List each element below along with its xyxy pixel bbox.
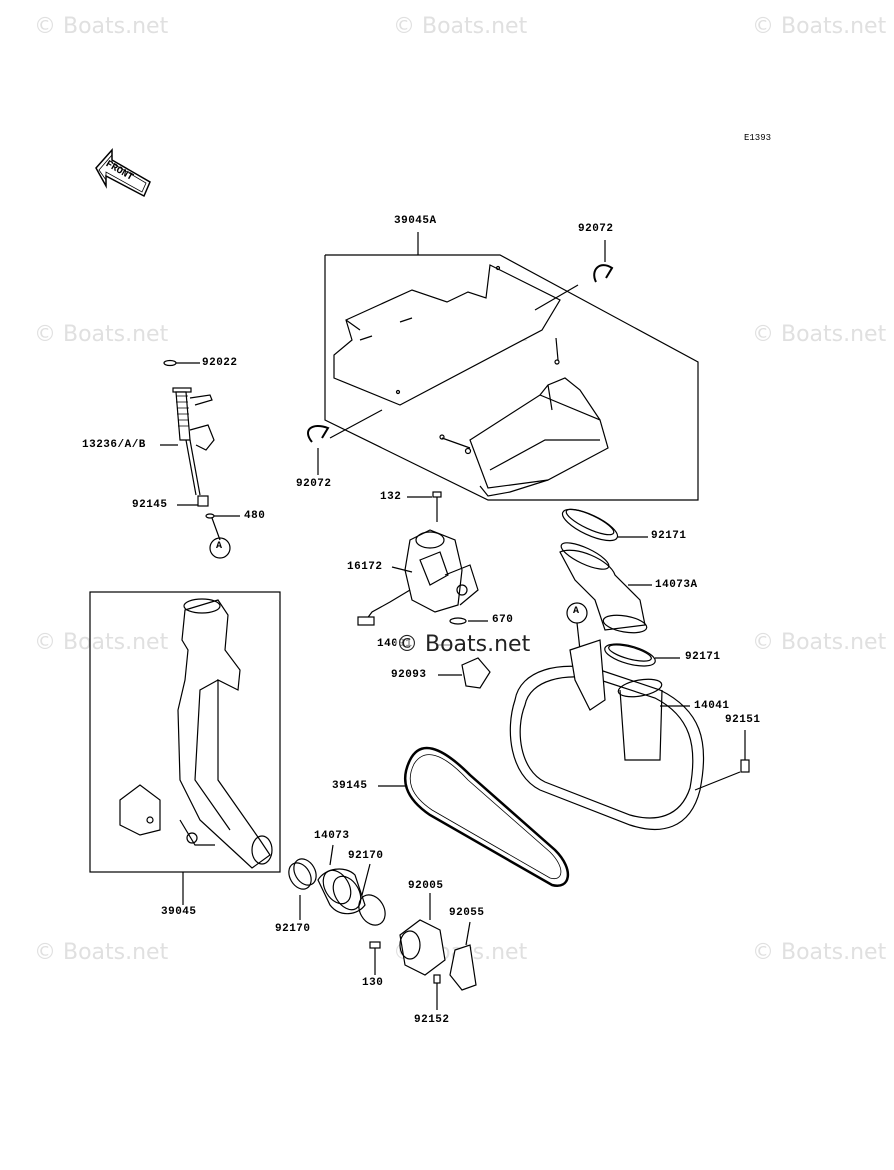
part-label-a-right: A xyxy=(573,606,580,617)
part-label-92151[interactable]: 92151 xyxy=(725,714,761,726)
part-label-13236[interactable]: 13236/A/B xyxy=(82,439,146,451)
drive-belt-39145 xyxy=(378,746,570,888)
part-label-130[interactable]: 130 xyxy=(362,977,384,989)
duct-14073a xyxy=(559,508,680,667)
part-label-92022[interactable]: 92022 xyxy=(202,357,238,369)
part-label-92055[interactable]: 92055 xyxy=(449,907,485,919)
part-label-39145[interactable]: 39145 xyxy=(332,780,368,792)
part-label-16172[interactable]: 16172 xyxy=(347,561,383,573)
part-label-480[interactable]: 480 xyxy=(244,510,266,522)
part-label-14073a[interactable]: 14073A xyxy=(655,579,698,591)
part-label-92171-top[interactable]: 92171 xyxy=(651,530,687,542)
part-label-39045[interactable]: 39045 xyxy=(161,906,197,918)
assembly-box-upper xyxy=(324,254,699,501)
boot-14073 xyxy=(288,844,386,926)
clip-92072-top xyxy=(593,264,614,283)
ref-a-left-circle xyxy=(209,537,231,559)
part-label-92152[interactable]: 92152 xyxy=(414,1014,450,1026)
part-label-92145[interactable]: 92145 xyxy=(132,499,168,511)
part-label-92170-lower[interactable]: 92170 xyxy=(275,923,311,935)
clip-92072-left xyxy=(307,424,330,443)
air-duct-upper xyxy=(439,337,609,497)
part-label-14041[interactable]: 14041 xyxy=(694,700,730,712)
front-arrow-icon xyxy=(95,148,151,198)
rod-assembly-13236 xyxy=(160,359,240,541)
part-label-92171-mid[interactable]: 92171 xyxy=(685,651,721,663)
part-label-92072-top[interactable]: 92072 xyxy=(578,223,614,235)
part-label-a-left: A xyxy=(216,541,223,552)
watermark-center: © Boats.net xyxy=(396,632,531,657)
assembly-box-lower xyxy=(89,591,281,873)
gasket-92093 xyxy=(461,657,491,689)
actuator-16172 xyxy=(357,491,479,626)
part-label-670[interactable]: 670 xyxy=(492,614,514,626)
part-label-132[interactable]: 132 xyxy=(380,491,402,503)
part-label-92005[interactable]: 92005 xyxy=(408,880,444,892)
part-label-39045a[interactable]: 39045A xyxy=(394,215,437,227)
part-label-92072-left[interactable]: 92072 xyxy=(296,478,332,490)
part-label-14073[interactable]: 14073 xyxy=(314,830,350,842)
heat-shield-plate xyxy=(333,264,561,406)
diagram-ref-code: E1393 xyxy=(744,133,772,143)
part-label-92093[interactable]: 92093 xyxy=(391,669,427,681)
part-label-92170-upper[interactable]: 92170 xyxy=(348,850,384,862)
duct-39045 xyxy=(119,598,273,869)
outlet-92005 xyxy=(369,893,477,1010)
o-ring-670 xyxy=(449,617,467,625)
cover-14041 xyxy=(509,639,705,831)
